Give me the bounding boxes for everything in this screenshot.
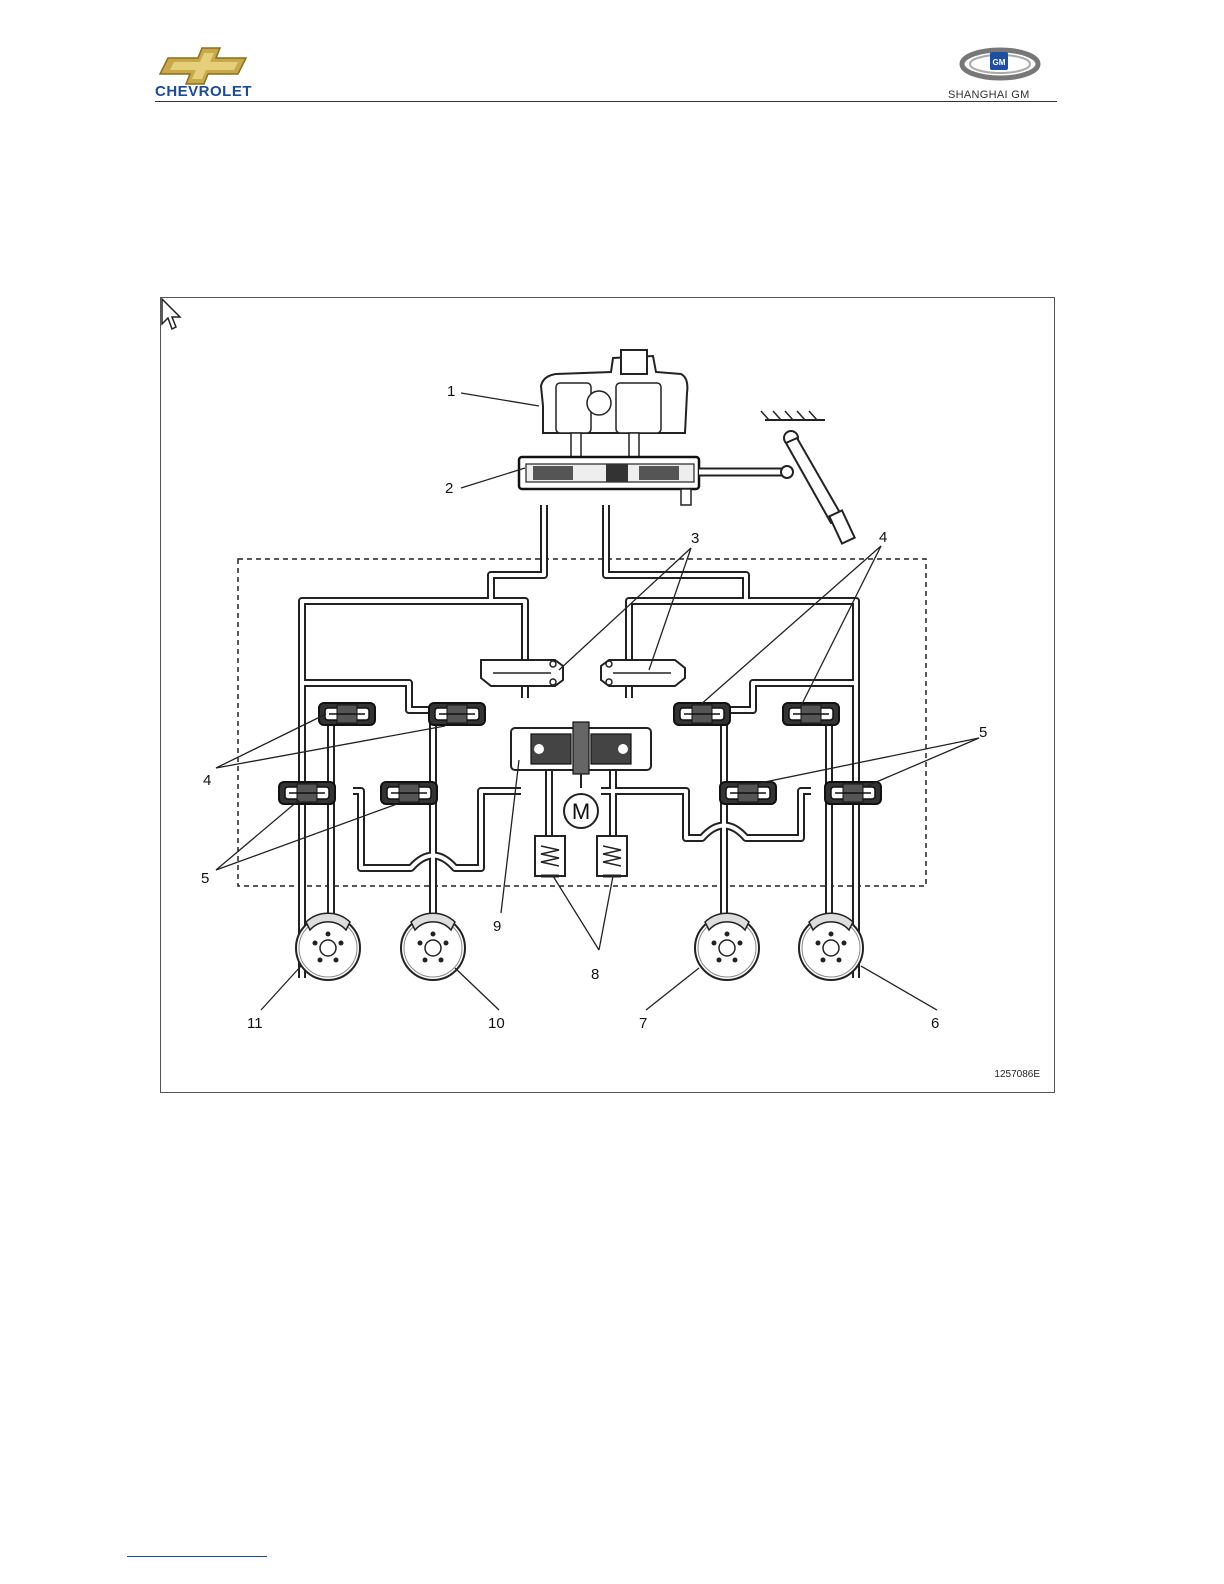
callout-5-left: 5 bbox=[201, 870, 209, 887]
return-pump bbox=[511, 722, 651, 788]
figure-id: 1257086E bbox=[994, 1069, 1040, 1080]
gm-badge-text: GM bbox=[993, 58, 1006, 67]
master-cylinder bbox=[519, 457, 699, 505]
header-rule bbox=[155, 101, 1057, 102]
callout-1: 1 bbox=[447, 383, 455, 400]
callout-5-right: 5 bbox=[979, 724, 987, 741]
abs-hydraulic-diagram: M bbox=[160, 297, 1055, 1093]
callout-4-right: 4 bbox=[879, 529, 887, 546]
callout-9: 9 bbox=[493, 918, 501, 935]
footnote-rule bbox=[127, 1556, 267, 1557]
callout-10: 10 bbox=[488, 1015, 505, 1032]
accumulator-right bbox=[597, 836, 627, 876]
outlet-valve-lr bbox=[720, 782, 776, 804]
callout-8: 8 bbox=[591, 966, 599, 983]
outlet-valve-rr bbox=[381, 782, 437, 804]
brake-disc-7 bbox=[695, 913, 759, 980]
callout-2: 2 bbox=[445, 480, 453, 497]
damper-chamber-left bbox=[481, 660, 563, 686]
callout-3: 3 bbox=[691, 530, 699, 547]
outlet-valve-lf bbox=[279, 782, 335, 804]
inlet-valve-lf bbox=[319, 703, 375, 725]
cursor-arrow-icon bbox=[161, 298, 183, 332]
diagram-canvas: M bbox=[161, 298, 1056, 1094]
motor-label: M bbox=[572, 799, 590, 824]
outlet-valve-rf bbox=[825, 782, 881, 804]
callout-11: 11 bbox=[247, 1015, 263, 1032]
master-cylinder-reservoir bbox=[541, 350, 687, 457]
chevrolet-wordmark: CHEVROLET bbox=[155, 83, 252, 100]
inlet-valve-lr bbox=[674, 703, 730, 725]
shanghai-gm-logo: GM bbox=[950, 40, 1050, 90]
inlet-valve-rf bbox=[783, 703, 839, 725]
page-header: CHEVROLET GM SHANGHAI GM bbox=[0, 0, 1224, 110]
shanghai-gm-wordmark: SHANGHAI GM bbox=[948, 89, 1030, 101]
callout-4-left: 4 bbox=[203, 772, 211, 789]
inlet-valve-rr bbox=[429, 703, 485, 725]
accumulator-left bbox=[535, 836, 565, 876]
brake-pedal bbox=[699, 411, 855, 544]
brake-disc-10 bbox=[401, 913, 465, 980]
damper-chamber-right bbox=[601, 660, 685, 686]
callout-6: 6 bbox=[931, 1015, 939, 1032]
callout-7: 7 bbox=[639, 1015, 647, 1032]
motor-icon: M bbox=[564, 794, 598, 828]
